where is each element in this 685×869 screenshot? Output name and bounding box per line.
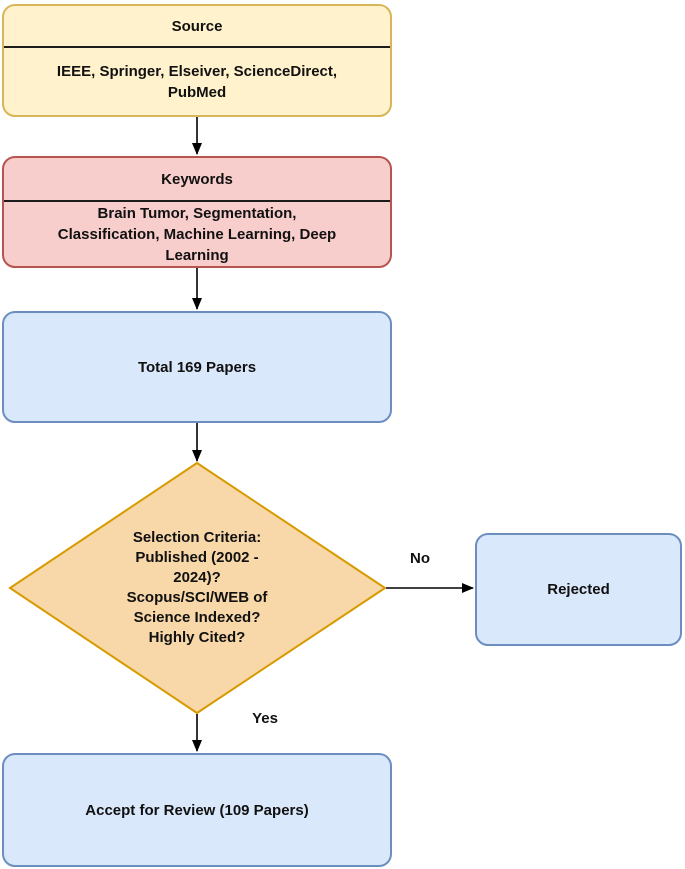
edge-label-yes: Yes [252,710,278,727]
decision-diamond-shape [8,461,387,715]
node-rejected: Rejected [475,533,682,646]
keywords-body: Brain Tumor, Segmentation, Classificatio… [57,204,337,264]
node-source: Source IEEE, Springer, Elseiver, Science… [2,4,392,117]
source-body: IEEE, Springer, Elseiver, ScienceDirect,… [56,62,338,101]
source-header: Source [4,6,390,48]
keywords-header: Keywords [4,158,390,202]
node-keywords: Keywords Brain Tumor, Segmentation, Clas… [2,156,392,268]
decision-label: Selection Criteria: Published (2002 - 20… [126,529,268,646]
node-accept-for-review: Accept for Review (109 Papers) [2,753,392,867]
node-total-papers: Total 169 Papers [2,311,392,423]
edge-label-no: No [410,550,430,567]
